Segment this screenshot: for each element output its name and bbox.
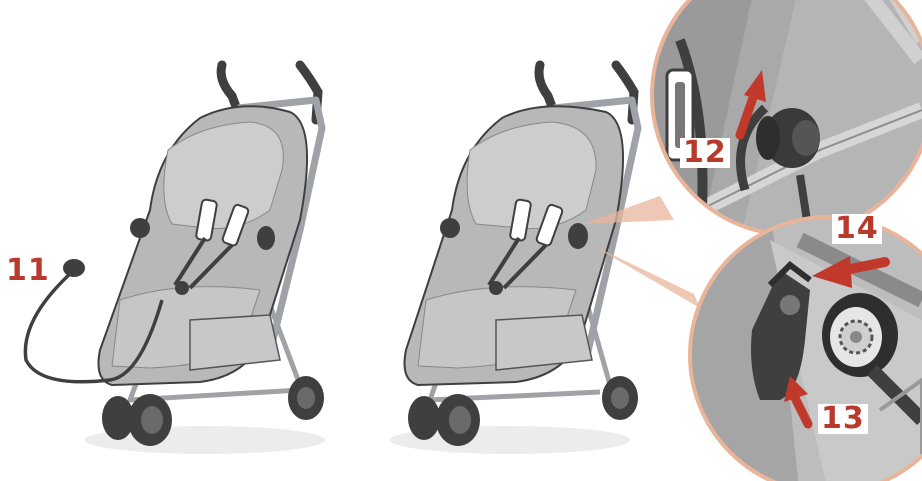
zoom-detail-bottom <box>690 200 922 481</box>
step-number-11: 11 <box>6 256 50 286</box>
wheel <box>128 394 172 446</box>
wheel <box>102 396 134 440</box>
step-number-12: 12 <box>680 138 730 168</box>
step-number-14: 14 <box>832 214 882 244</box>
stroller-left <box>25 65 325 454</box>
release-knob <box>756 108 820 168</box>
stroller-center <box>390 65 638 454</box>
zoom-detail-top <box>620 0 922 240</box>
wheel-hub <box>822 293 898 377</box>
step-number-13: 13 <box>818 404 868 434</box>
wheel <box>288 376 324 420</box>
